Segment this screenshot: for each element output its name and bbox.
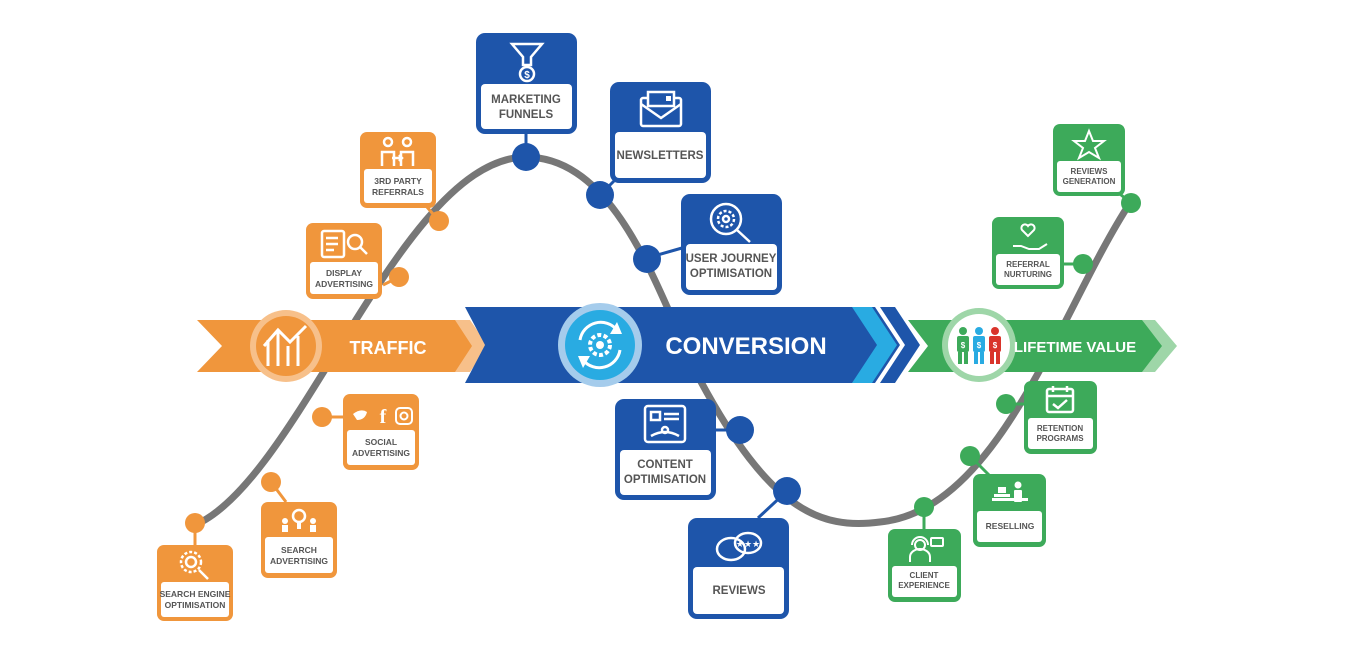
svg-text:$: $ — [993, 341, 998, 350]
newspaper-magnifier-icon — [320, 229, 368, 259]
node-seo — [185, 513, 205, 533]
node-reviews — [773, 477, 801, 505]
conversion-banner: CONVERSION — [465, 303, 920, 387]
svg-text:f: f — [380, 406, 387, 428]
people-referral-icon — [380, 136, 415, 166]
node-reviews-generation — [1121, 193, 1141, 213]
chart-icon — [262, 324, 308, 366]
chat-stars-icon: ★★★ — [715, 531, 763, 562]
node-funnels — [512, 143, 540, 171]
social-media-icon: f — [353, 406, 413, 428]
box-reselling: RESELLING — [973, 474, 1046, 547]
box-newsletters: NEWSLETTERS — [610, 82, 711, 183]
node-user-journey — [633, 245, 661, 273]
svg-text:$: $ — [524, 70, 530, 81]
node-reselling — [960, 446, 980, 466]
traffic-label: TRAFFIC — [350, 338, 427, 358]
svg-text:★★★: ★★★ — [736, 540, 760, 550]
node-retention — [996, 394, 1016, 414]
node-social-ads — [312, 407, 332, 427]
node-content — [726, 416, 754, 444]
document-icon — [643, 404, 687, 444]
curve-nodes — [185, 143, 1141, 533]
gear-magnifier-icon — [709, 202, 751, 243]
node-client-experience — [914, 497, 934, 517]
calendar-check-icon — [1045, 386, 1075, 414]
svg-text:$: $ — [977, 341, 982, 350]
node-display-ads — [389, 267, 409, 287]
svg-text:NEWSLETTERS: NEWSLETTERS — [617, 150, 704, 162]
star-icon — [1071, 128, 1107, 161]
people-dollar-icon: $ $ $ — [957, 327, 1001, 364]
svg-text:$: $ — [961, 341, 966, 350]
svg-text:REVIEWS: REVIEWS — [712, 585, 765, 597]
hand-heart-icon — [1013, 223, 1048, 250]
lifetime-label: LIFETIME VALUE — [1014, 339, 1136, 356]
node-search-ads — [261, 472, 281, 492]
svg-text:RESELLING: RESELLING — [986, 521, 1035, 531]
gear-cycle-icon — [578, 320, 622, 370]
traffic-banner: TRAFFIC — [197, 310, 488, 382]
envelope-icon — [639, 90, 683, 128]
conversion-label: CONVERSION — [665, 333, 826, 360]
lifetime-banner: $ $ $ LIFETIME VALUE — [908, 308, 1177, 382]
gear-magnifier-icon — [179, 550, 209, 580]
node-referrals — [429, 211, 449, 231]
users-search-icon — [282, 508, 316, 532]
node-referral-nurturing — [1073, 254, 1093, 274]
funnel-dollar-icon: $ — [509, 42, 545, 83]
node-newsletters — [586, 181, 614, 209]
support-agent-icon — [909, 536, 944, 562]
box-reviews: ★★★ REVIEWS — [688, 518, 789, 619]
cashier-icon — [992, 481, 1028, 502]
